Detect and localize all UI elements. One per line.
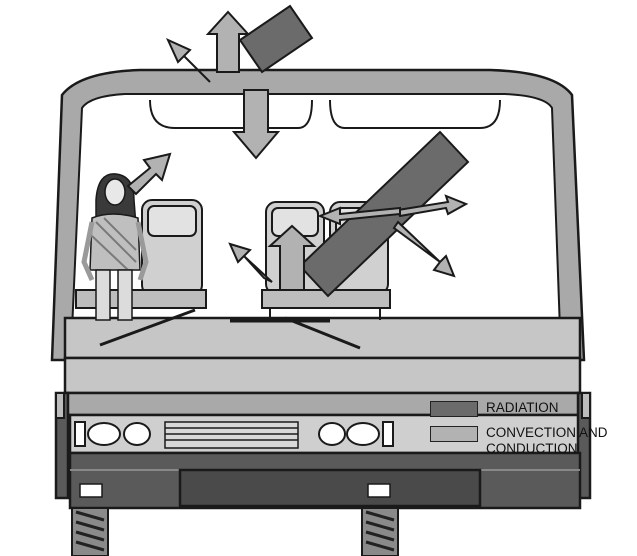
legend-item-convection: CONVECTION AND CONDUCTION: [430, 425, 635, 457]
fog-light-left: [80, 484, 102, 497]
front-grille: [165, 422, 298, 448]
front-panel-upper: [65, 358, 580, 393]
radiation-beam-roof: [240, 6, 312, 72]
convection-label-line1: CONVECTION AND: [486, 425, 608, 441]
radiation-swatch: [430, 401, 478, 417]
legend-item-radiation: RADIATION: [430, 400, 635, 417]
radiation-label: RADIATION: [486, 400, 559, 416]
fog-light-right: [368, 484, 390, 497]
dashboard: [65, 318, 580, 358]
legend: RADIATION CONVECTION AND CONDUCTION: [430, 400, 635, 465]
tires: [72, 508, 398, 556]
convection-swatch: [430, 426, 478, 442]
convection-label-line2: CONDUCTION: [486, 441, 608, 457]
